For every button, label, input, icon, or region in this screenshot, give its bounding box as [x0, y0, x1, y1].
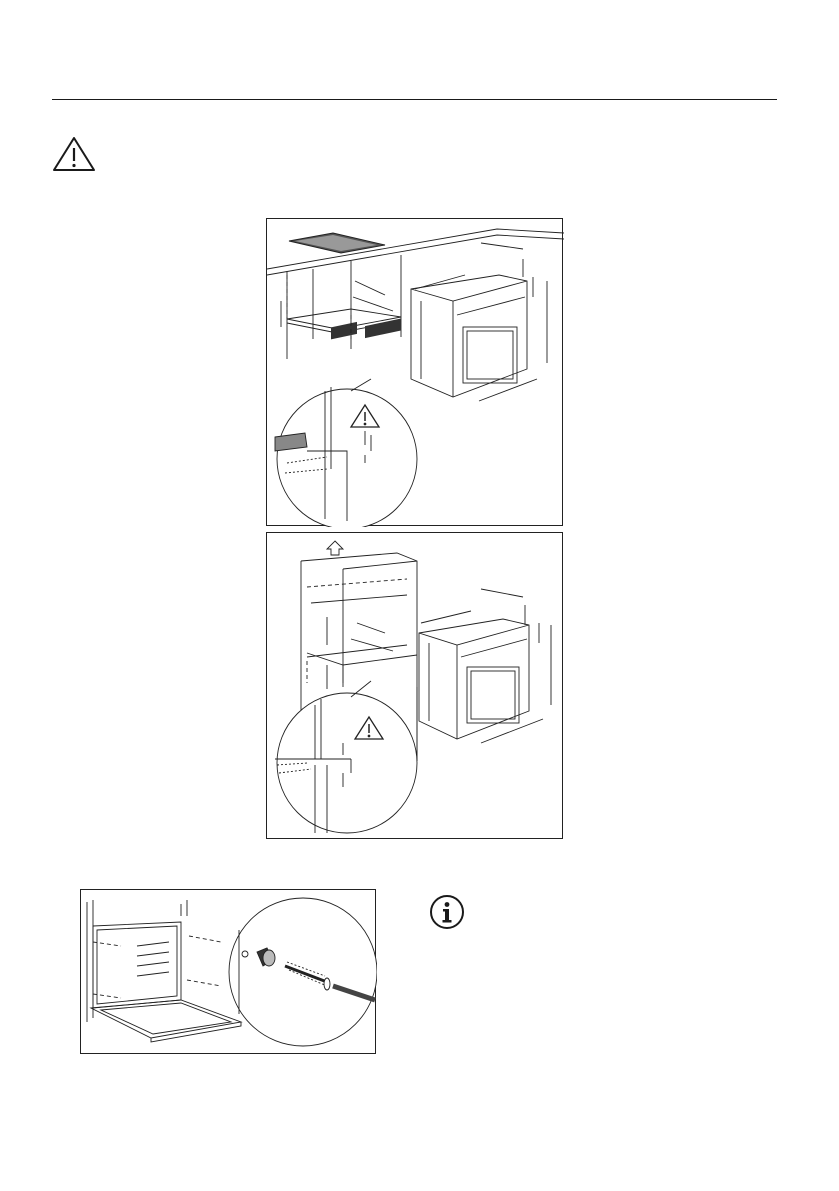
securing-screws-diagram [81, 890, 377, 1055]
figure-built-in-under-worktop [266, 218, 563, 526]
info-circle-icon [429, 894, 465, 930]
arrow-up-icon [327, 541, 343, 555]
under-worktop-diagram [267, 219, 564, 527]
figure-securing-oven-screws [80, 889, 376, 1054]
figure-built-in-tall-column [266, 532, 563, 839]
warning-triangle-icon [52, 136, 96, 172]
header-rule [52, 99, 777, 100]
tall-column-diagram [267, 533, 564, 840]
